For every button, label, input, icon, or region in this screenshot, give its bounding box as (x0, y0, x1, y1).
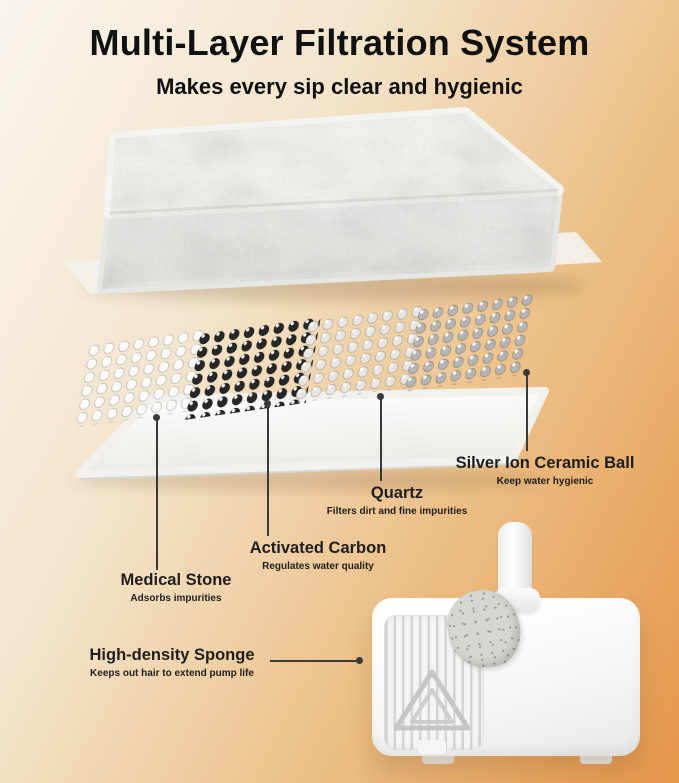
connector-dot-sponge (356, 657, 363, 664)
layer-name: Medical Stone (120, 571, 232, 589)
layer-name: Activated Carbon (249, 539, 387, 557)
connector-dot-medical-stone (153, 414, 160, 421)
layer-name: High-density Sponge (89, 646, 255, 664)
page-subtitle: Makes every sip clear and hygienic (156, 74, 523, 99)
pump-triangle-emblem (394, 669, 470, 731)
layer-name: Quartz (370, 484, 424, 502)
label-silver-ion-ceramic-ball: Silver Ion Ceramic Ball Keep water hygie… (430, 454, 660, 487)
leader-line-quartz (380, 399, 382, 481)
leader-line-silver-ion (526, 375, 528, 451)
connector-dot-quartz (377, 393, 384, 400)
label-quartz: Quartz Filters dirt and fine impurities (308, 484, 486, 517)
cotton-filter-block-illustration (64, 107, 602, 301)
page-title: Multi-Layer Filtration System (89, 22, 590, 63)
layer-description: Adsorbs impurities (130, 593, 222, 604)
pump-grille-notch (418, 740, 446, 754)
leader-line-activated-carbon (267, 406, 269, 536)
leader-line-medical-stone (156, 420, 158, 570)
label-high-density-sponge: High-density Sponge Keeps out hair to ex… (72, 646, 272, 679)
layer-description: Keep water hygienic (496, 476, 594, 487)
layer-description: Filters dirt and fine impurities (326, 506, 468, 517)
layer-description: Regulates water quality (262, 561, 374, 572)
label-activated-carbon: Activated Carbon Regulates water quality (228, 539, 408, 572)
connector-dot-activated-carbon (264, 400, 271, 407)
connector-dot-silver-ion (523, 369, 530, 376)
layer-description: Keeps out hair to extend pump life (90, 668, 254, 679)
leader-line-sponge (270, 660, 358, 662)
layer-name: Silver Ion Ceramic Ball (455, 454, 635, 472)
water-pump-illustration (358, 518, 658, 768)
label-medical-stone: Medical Stone Adsorbs impurities (86, 571, 266, 604)
